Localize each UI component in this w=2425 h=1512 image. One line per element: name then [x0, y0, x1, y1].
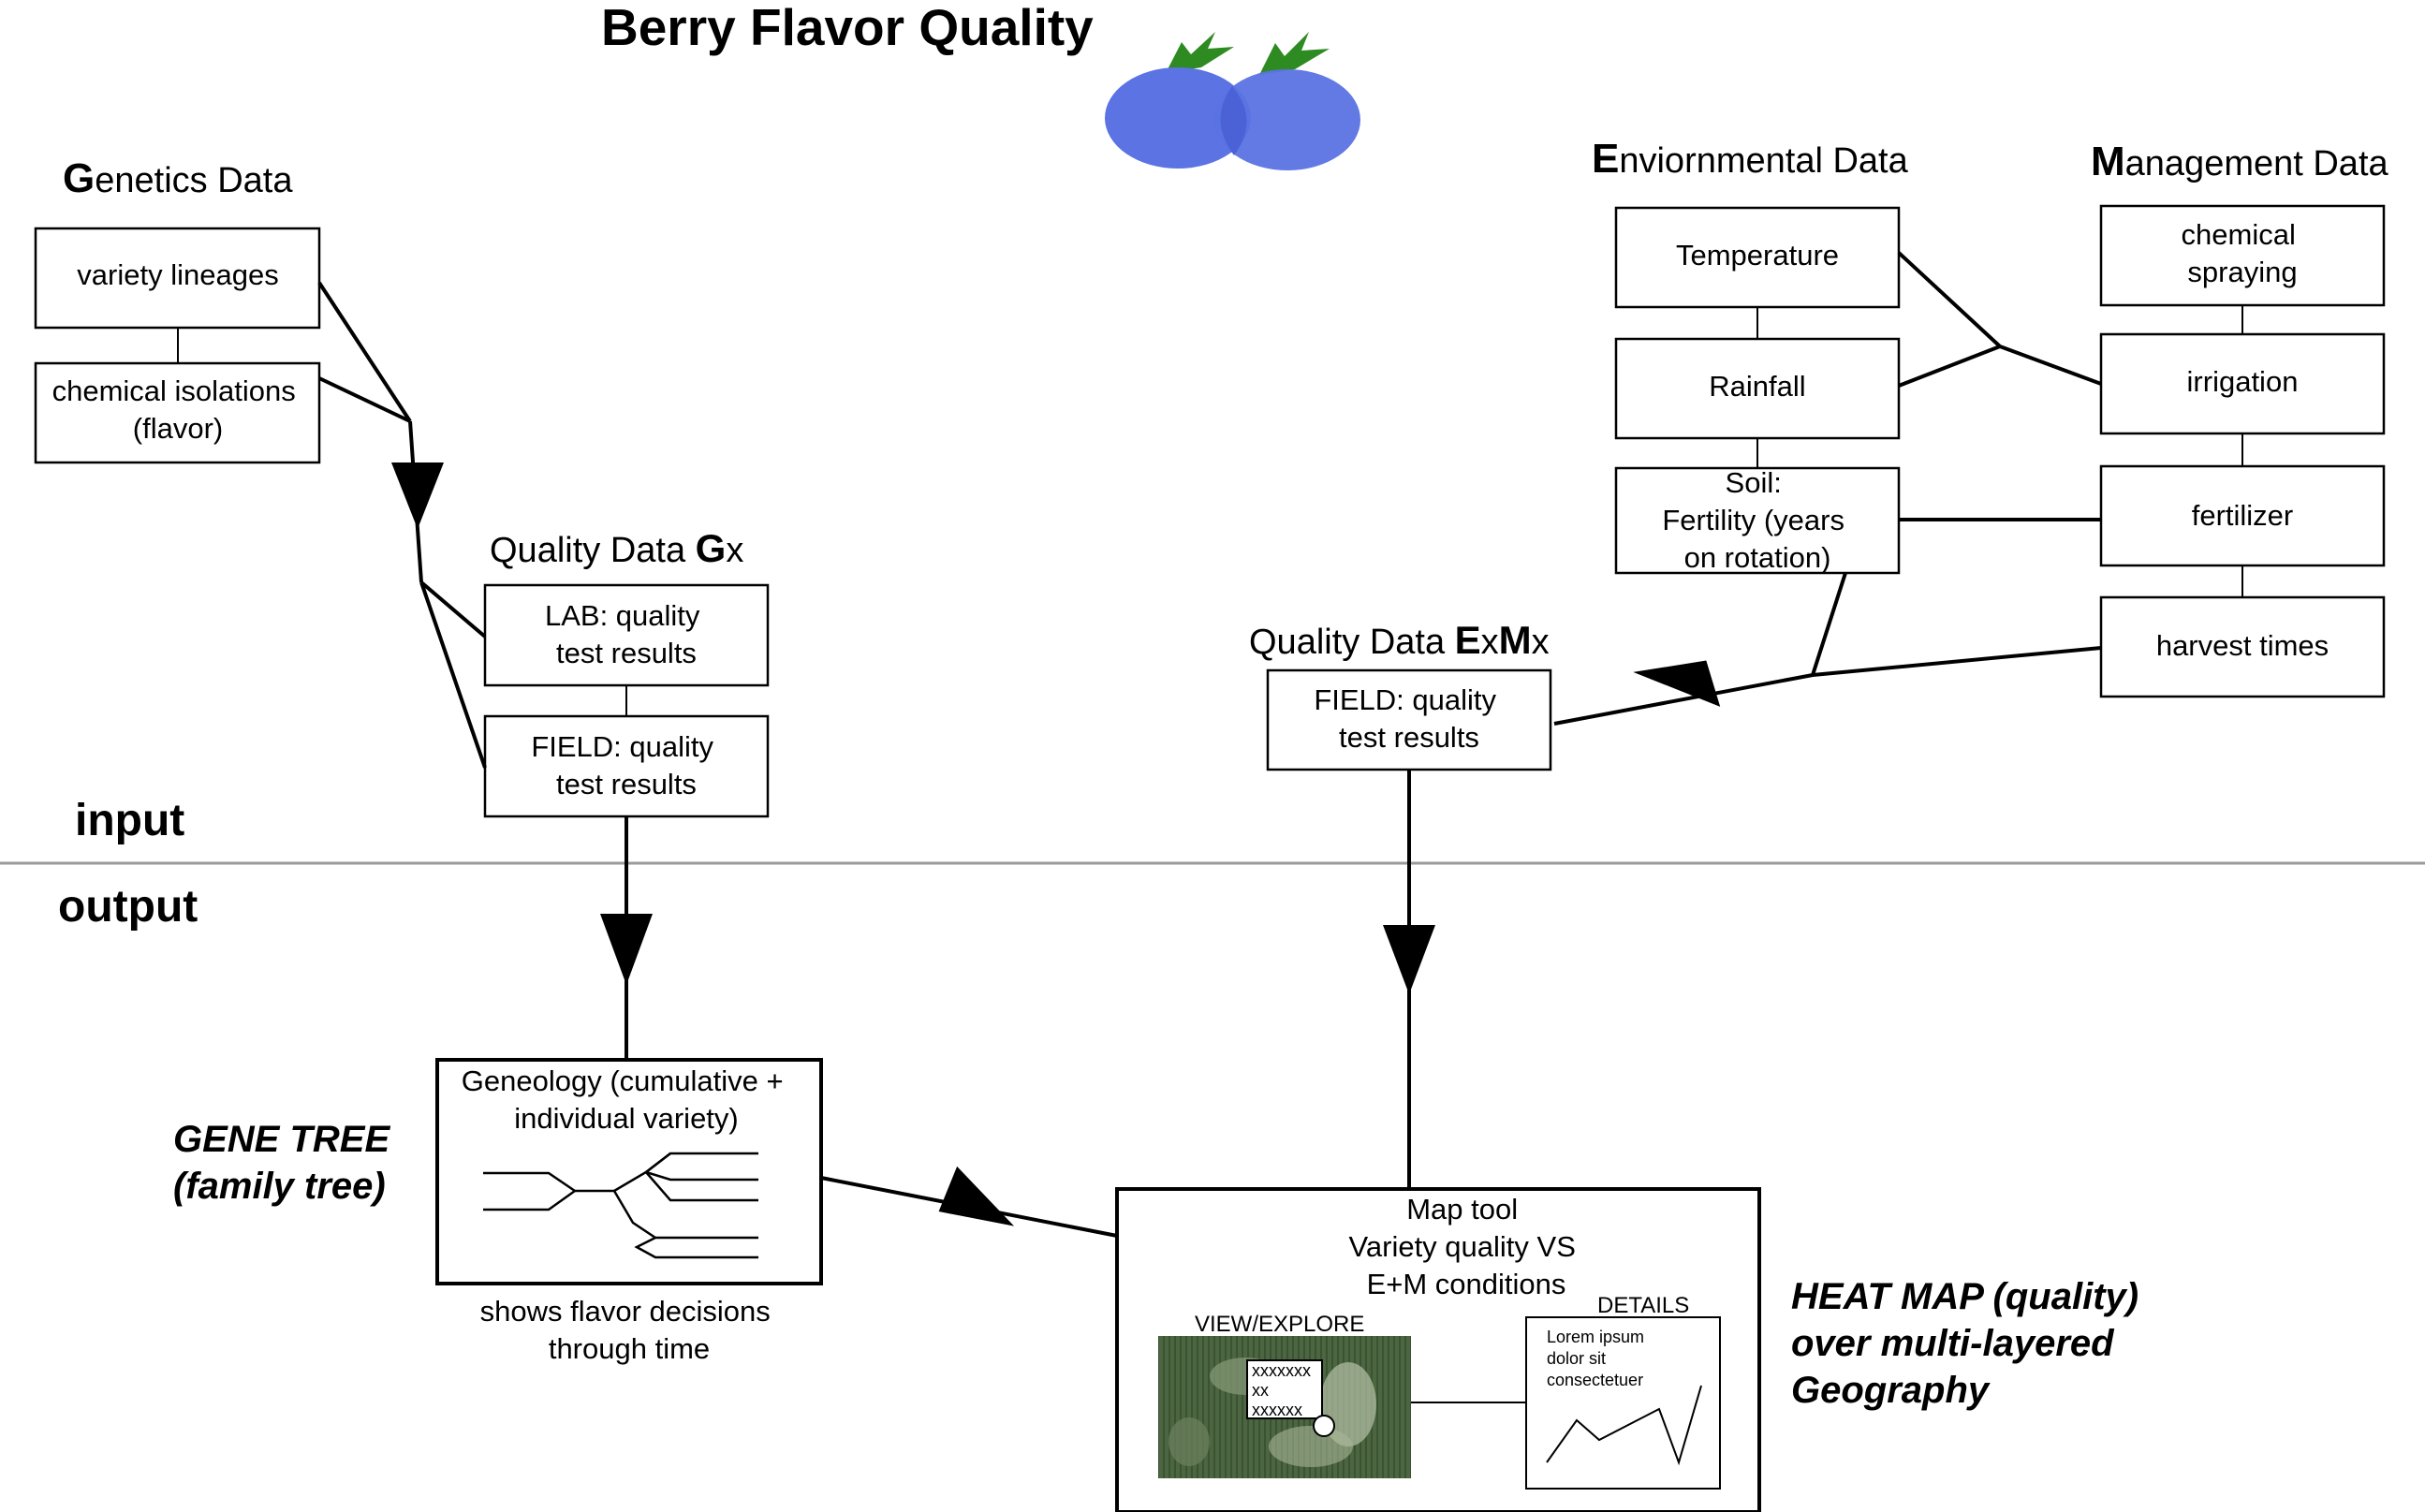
genetics-heading: Genetics Data — [63, 155, 293, 201]
arrow-genetics-down — [391, 462, 444, 529]
geneology-box — [435, 1058, 823, 1285]
arrow-exm-down — [1383, 925, 1435, 994]
map-view-panel: xxxxxxx xx xxxxxx — [1158, 1336, 1411, 1478]
irrigation-label: irrigation — [2187, 365, 2299, 398]
output-label: output — [58, 882, 198, 932]
quality-exm-heading: Quality Data ExMx — [1249, 618, 1550, 662]
berry-right — [1214, 69, 1360, 170]
map-tool-box — [1115, 1187, 1761, 1512]
harvest-times-label: harvest times — [2156, 629, 2329, 662]
details-text: Lorem ipsum dolor sit consectetuer — [1547, 1328, 1649, 1389]
chemical-spraying-label: chemical spraying — [2182, 218, 2304, 288]
page-title: Berry Flavor Quality — [601, 0, 1094, 56]
view-explore-label: VIEW/EXPLORE — [1195, 1312, 1364, 1337]
fertilizer-label: fertilizer — [2192, 499, 2294, 532]
berry-illustration — [1105, 32, 1360, 170]
berry-leaf-right — [1259, 32, 1330, 75]
temperature-label: Temperature — [1676, 239, 1839, 272]
flow-genetics-to-gx — [317, 281, 487, 769]
arrow-env-to-exm — [1633, 660, 1721, 707]
map-tool-box-label: Map tool Variety quality VS E+M conditio… — [1349, 1193, 1584, 1300]
harvest-times-box — [2099, 595, 2386, 698]
rainfall-label: Rainfall — [1709, 370, 1805, 403]
field-quality-gx-label: FIELD: quality test results — [531, 730, 721, 800]
berry-left — [1105, 67, 1251, 169]
environmental-heading: Enviornmental Data — [1592, 136, 1909, 182]
geneology-caption: shows flavor decisions through time — [480, 1295, 779, 1365]
chemical-isolations-label: chemical isolations (flavor) — [52, 374, 304, 445]
geneology-box-label: Geneology (cumulative + individual varie… — [462, 1064, 791, 1135]
quality-gx-heading: Quality Data Gx — [490, 526, 743, 570]
details-panel — [1525, 1316, 1721, 1490]
field-quality-exm-label: FIELD: quality test results — [1314, 683, 1504, 754]
berry-overlap — [1220, 86, 1247, 155]
variety-lineages-label: variety lineages — [77, 258, 278, 291]
arrow-gx-down — [600, 914, 653, 985]
map-location-marker — [1313, 1415, 1335, 1437]
input-label: input — [75, 796, 184, 845]
flow-env-mgmt — [1553, 251, 2102, 726]
map-tooltip — [1246, 1359, 1323, 1419]
heat-map-label: HEAT MAP (quality) over multi-layered Ge… — [1791, 1276, 2149, 1411]
soil-label: Soil: Fertility (years on rotation) — [1662, 466, 1852, 574]
lab-quality-label: LAB: quality test results — [545, 599, 708, 669]
berry-leaf-left — [1166, 32, 1234, 73]
details-label: DETAILS — [1597, 1293, 1689, 1318]
gene-tree-label: GENE TREE (family tree) — [173, 1119, 400, 1207]
management-heading: Management Data — [2091, 139, 2388, 184]
family-tree-sketch — [483, 1152, 758, 1259]
map-tooltip-text: xxxxxxx xx xxxxxx — [1252, 1361, 1315, 1419]
arrow-geneology-to-map — [938, 1166, 1015, 1226]
chemical-isolations-box — [34, 361, 321, 464]
details-trend-line — [1546, 1385, 1702, 1466]
